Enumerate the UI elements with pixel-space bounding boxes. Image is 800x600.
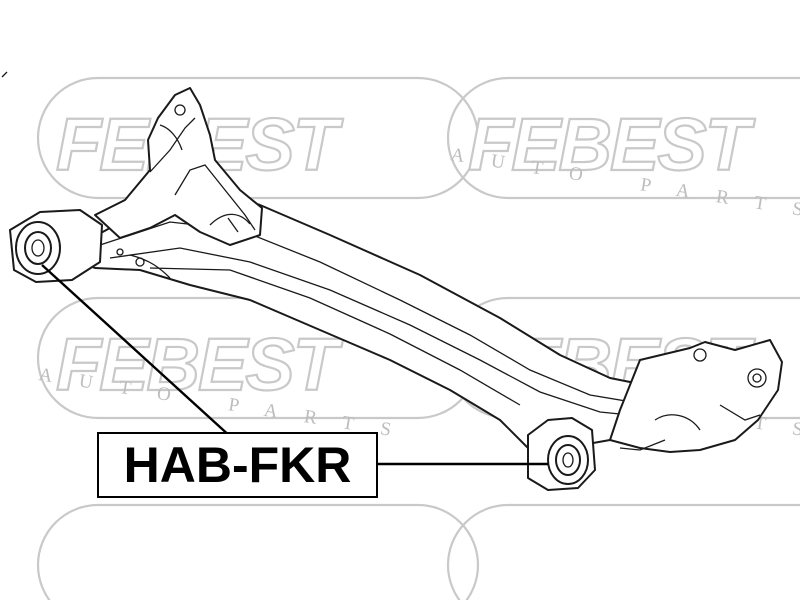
part-number-label: HAB-FKR <box>97 432 378 498</box>
corner-mark <box>1 71 8 78</box>
watermark-bottom-right <box>446 503 800 600</box>
left-trailing-arm <box>94 87 263 246</box>
watermark-top-right: FEBEST AUTO PARTS <box>446 76 800 225</box>
leader-line-left <box>41 264 233 439</box>
watermark-brand-text: FEBEST <box>56 323 344 406</box>
part-number-text: HAB-FKR <box>123 437 352 493</box>
right-bushing <box>547 435 589 485</box>
watermark-brand-text: FEBEST <box>468 103 756 186</box>
left-bushing <box>15 221 61 275</box>
rear-axle-beam-drawing <box>9 87 783 491</box>
watermark-bottom-left <box>36 503 480 600</box>
right-trailing-arm <box>609 339 783 453</box>
